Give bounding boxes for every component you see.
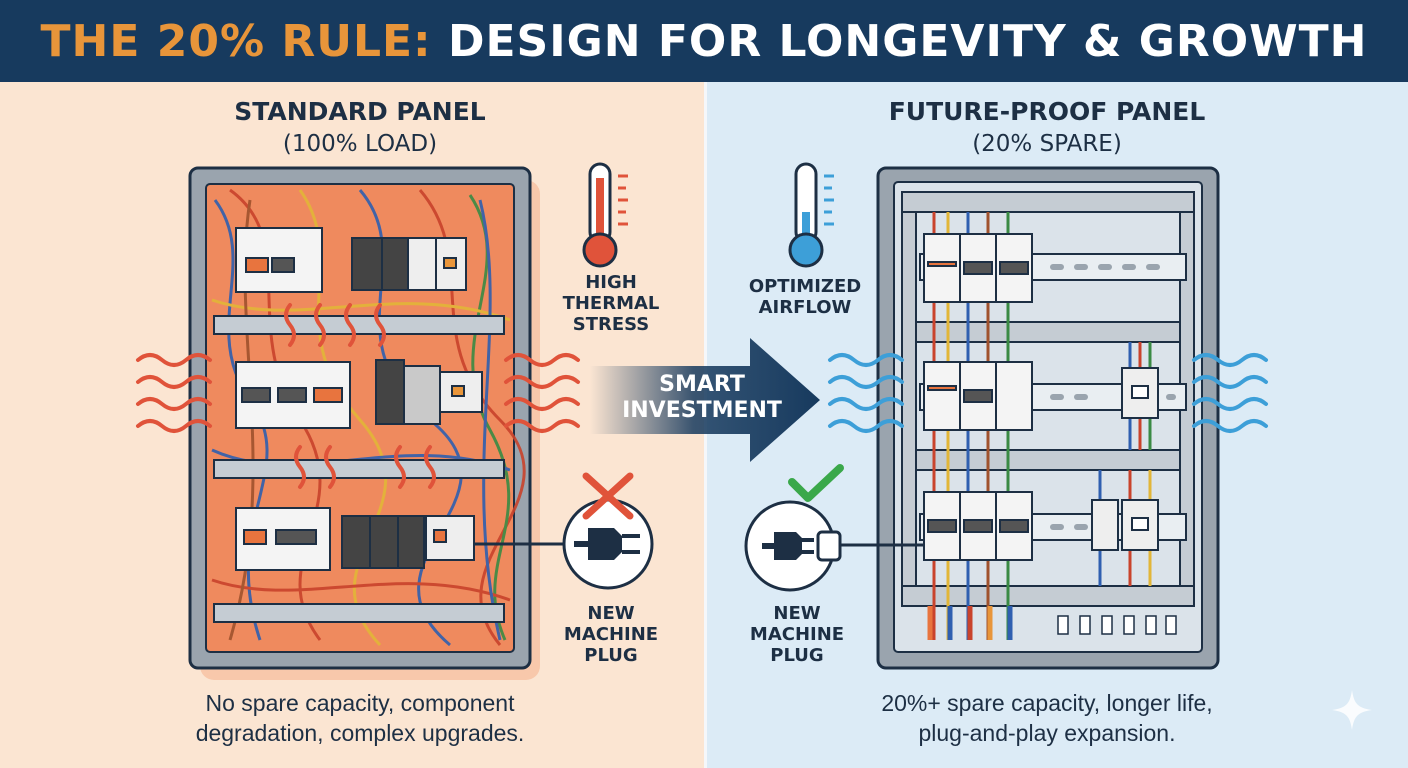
airflow-label: OPTIMIZED AIRFLOW [740,276,870,318]
arrow-label-line2: INVESTMENT [622,398,782,423]
right-plug-label-line1: NEW [773,603,821,624]
standard-panel-title: STANDARD PANEL (100% LOAD) [160,96,560,160]
standard-panel-subtitle: (100% LOAD) [282,131,438,157]
left-plug-label: NEW MACHINE PLUG [556,603,666,666]
arrow-label: SMART INVESTMENT [612,372,792,424]
standard-panel-heading: STANDARD PANEL [234,97,486,126]
thermometer-hot-icon [582,162,628,268]
thermal-label-line3: STRESS [572,314,650,335]
title-accent: THE 20% RULE: [40,15,432,67]
future-proof-panel-caption: 20%+ spare capacity, longer life, plug-a… [847,688,1247,748]
sparkle-icon [1332,690,1372,730]
future-proof-panel-heading: FUTURE-PROOF PANEL [888,97,1206,126]
right-plug-label: NEW MACHINE PLUG [742,603,852,666]
thermal-label-line1: HIGH [585,272,637,293]
left-plug-label-line2: MACHINE [563,624,659,645]
header-banner: THE 20% RULE: DESIGN FOR LONGEVITY & GRO… [0,0,1408,82]
left-plug-label-line1: NEW [587,603,635,624]
smart-investment-arrow [590,338,820,462]
plug-blocked-icon [474,472,654,590]
future-caption-line2: plug-and-play expansion. [918,720,1176,746]
arrow-label-line1: SMART [659,372,745,397]
future-caption-line1: 20%+ spare capacity, longer life, [881,690,1213,716]
thermometer-cool-icon [788,162,834,268]
thermal-stress-label: HIGH THERMAL STRESS [556,272,666,335]
right-plug-label-line3: PLUG [770,645,824,666]
standard-panel-illustration [136,166,580,680]
standard-caption-line1: No spare capacity, component [205,690,515,716]
standard-panel-caption: No spare capacity, component degradation… [160,688,560,748]
page-title: THE 20% RULE: DESIGN FOR LONGEVITY & GRO… [41,16,1368,67]
title-rest: DESIGN FOR LONGEVITY & GROWTH [431,15,1368,67]
standard-caption-line2: degradation, complex upgrades. [195,720,525,746]
left-plug-label-line3: PLUG [584,645,638,666]
right-plug-label-line2: MACHINE [749,624,845,645]
future-proof-panel-title: FUTURE-PROOF PANEL (20% SPARE) [847,96,1247,160]
airflow-label-line1: OPTIMIZED [748,276,862,297]
plug-ready-icon [744,464,844,592]
future-proof-panel-subtitle: (20% SPARE) [972,131,1122,157]
airflow-label-line2: AIRFLOW [758,297,852,318]
thermal-label-line2: THERMAL [562,293,660,314]
